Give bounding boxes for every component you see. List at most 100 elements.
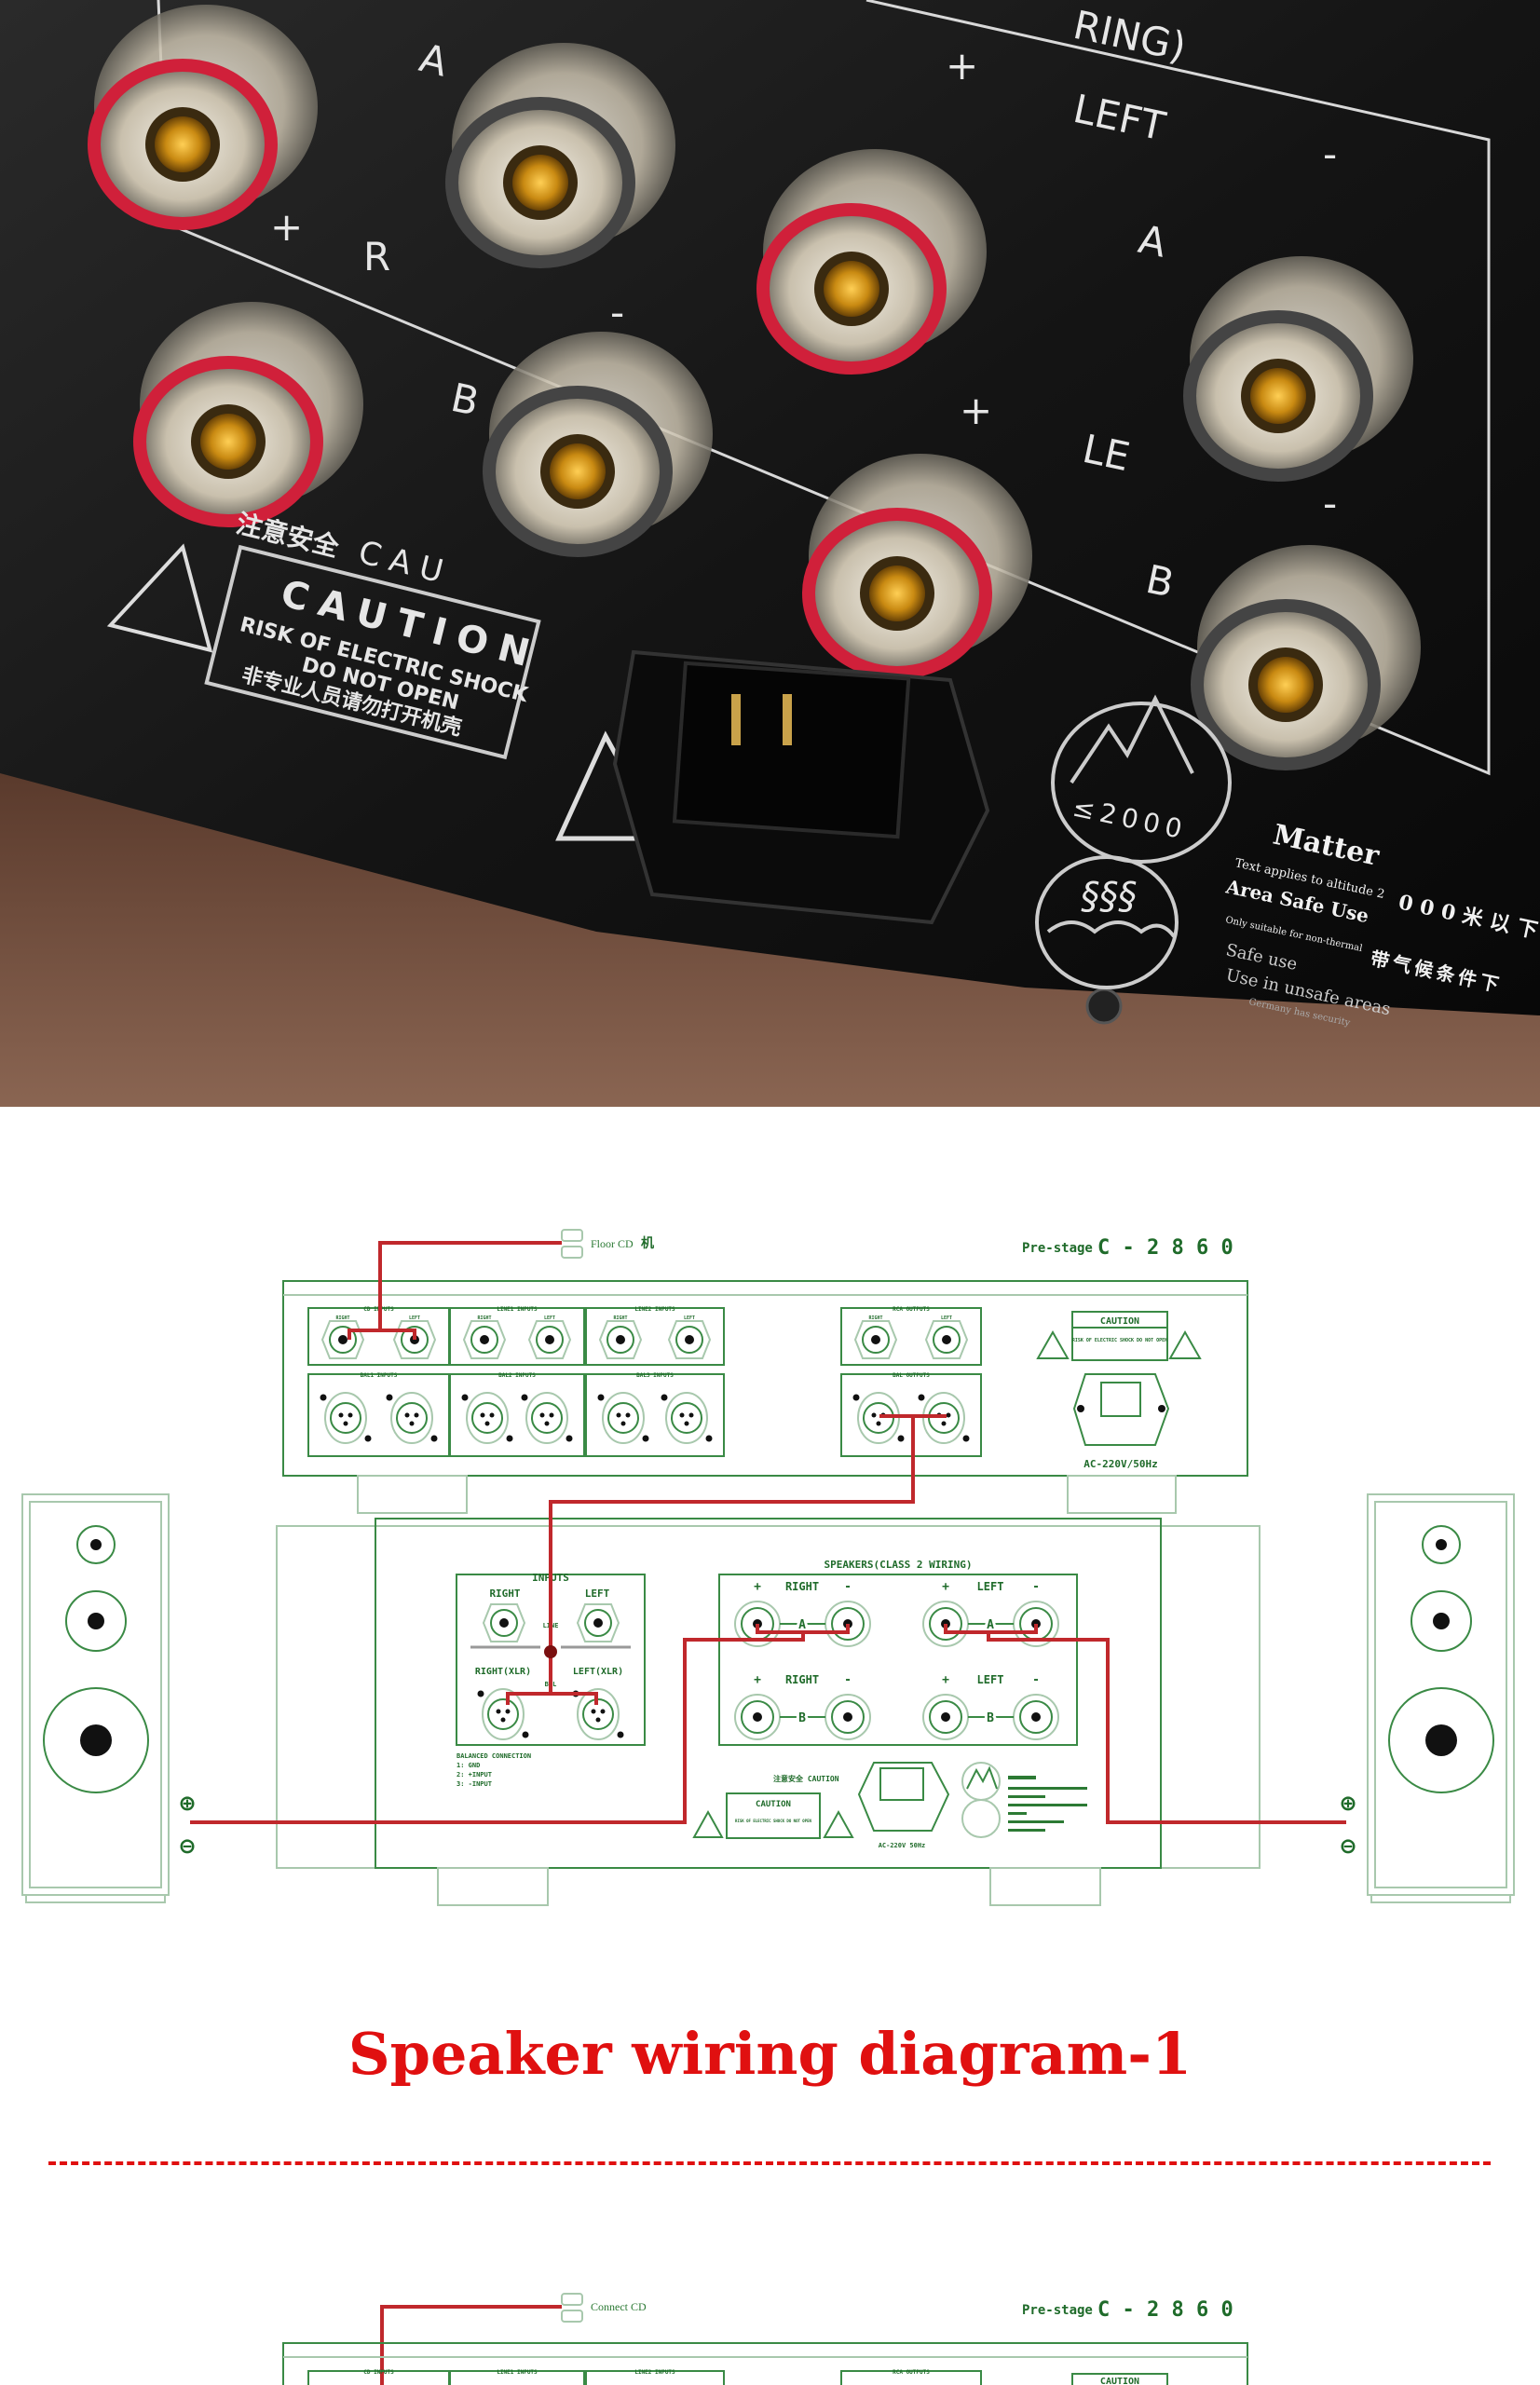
- group-label: RCA OUTPUTS: [893, 1306, 930, 1313]
- amp-caution-label: 注意安全 CAUTION CAUTION RISK OF ELECTRIC SH…: [692, 1774, 854, 1839]
- model-name: C - 2 8 6 0: [1097, 2298, 1233, 2322]
- mountain-icon: [1070, 694, 1194, 784]
- polarity-label: +: [754, 1580, 761, 1594]
- left-speaker-cable: [944, 1624, 1346, 1824]
- label-minus: -: [1323, 481, 1337, 526]
- rca-jack: [598, 1320, 643, 1359]
- label-right: R: [363, 234, 390, 279]
- jack-group: [585, 1373, 725, 1457]
- model-prefix: Pre-stage: [1022, 1241, 1093, 1256]
- left-speaker-minus-icon: ⊖: [180, 1833, 195, 1860]
- channel-label: LEFT: [977, 1580, 1004, 1593]
- svg-text:LEFT(XLR): LEFT(XLR): [573, 1667, 623, 1677]
- rca-jack: [576, 1603, 620, 1642]
- svg-text:注意安全 CAUTION: 注意安全 CAUTION: [773, 1774, 839, 1783]
- foot: [1067, 1475, 1177, 1514]
- binding-post: [802, 454, 1032, 679]
- svg-text:3: -INPUT: 3: -INPUT: [457, 1780, 492, 1788]
- label-minus: -: [610, 290, 624, 335]
- binding-post: [1183, 256, 1413, 482]
- cd-rca-cable: [348, 1241, 562, 1340]
- jack-label: RIGHT: [868, 1315, 882, 1321]
- screw-icon: [1085, 988, 1123, 1025]
- left-speaker-plus-icon: ⊕: [180, 1790, 195, 1818]
- preamp-caution-label: CAUTION RISK OF ELECTRIC SHOCK DO NOT OP…: [1036, 1311, 1202, 1361]
- binding-post: [483, 332, 713, 557]
- cd-source-connector: Floor CD 机: [561, 1229, 654, 1259]
- jack-label: RIGHT: [613, 1315, 627, 1321]
- group-label: CD INPUTS: [363, 2369, 394, 2376]
- foot: [989, 1867, 1101, 1906]
- group-label: LINE1 INPUTS: [497, 1306, 538, 1313]
- wood-surface: [0, 773, 1540, 1107]
- polarity-label: +: [942, 1673, 949, 1687]
- notice-text: Matter Text applies to altitude 2 000米以下…: [1223, 819, 1540, 1029]
- signal-wires: [190, 1241, 1346, 1824]
- svg-text:RISK OF ELECTRIC SHOCK DO NOT: RISK OF ELECTRIC SHOCK DO NOT OPEN: [1072, 1338, 1167, 1343]
- jack-label: LEFT: [684, 1315, 695, 1321]
- jack-label: RIGHT: [335, 1315, 349, 1321]
- binding-post: [88, 5, 318, 230]
- model-prefix: Pre-stage: [1022, 2303, 1093, 2318]
- xlr-jack: [477, 1688, 529, 1740]
- binding-post: [445, 43, 675, 268]
- svg-text:CAUTION: CAUTION: [756, 1800, 791, 1809]
- jack-group: [307, 1373, 450, 1457]
- rca-jack: [527, 1320, 572, 1359]
- svg-text:SPEAKERS(CLASS 2 WIRING): SPEAKERS(CLASS 2 WIRING): [825, 1559, 973, 1571]
- svg-text:LEFT: LEFT: [585, 1588, 610, 1600]
- channel-label: RIGHT: [785, 1580, 819, 1593]
- rca-jack: [924, 1320, 969, 1359]
- climate-badge: §§§: [1035, 855, 1179, 989]
- preamp-power-inlet: AC-220V/50Hz: [1072, 1373, 1170, 1470]
- right-speaker-cable: [190, 1624, 850, 1824]
- xlr-interconnect-cable: [506, 1414, 947, 1705]
- terminal-set-label: A: [798, 1618, 806, 1632]
- label-plus: +: [960, 388, 992, 433]
- xlr-jack: [597, 1392, 649, 1444]
- svg-text:RIGHT: RIGHT: [489, 1588, 520, 1600]
- foot: [437, 1867, 549, 1906]
- waves-icon: [1046, 920, 1176, 938]
- binding-posts: [88, 5, 1421, 770]
- rca-jack: [853, 1320, 898, 1359]
- svg-text:BALANCED CONNECTION: BALANCED CONNECTION: [457, 1752, 531, 1760]
- jack-group: [449, 1307, 585, 1366]
- group-label: LINE2 INPUTS: [634, 1306, 675, 1313]
- group-label: LINE2 INPUTS: [634, 2369, 675, 2376]
- xlr-jack: [521, 1392, 573, 1444]
- rca-jack: [667, 1320, 712, 1359]
- jack-group: [840, 2370, 982, 2385]
- right-speaker-plus-icon: ⊕: [1341, 1790, 1356, 1818]
- group-label: LINE1 INPUTS: [497, 2369, 538, 2376]
- jack-label: LEFT: [941, 1315, 952, 1321]
- wiring-diagram-2: Connect CD Pre-stage C - 2 8 6 0 CD INPU…: [282, 2293, 1248, 2385]
- polarity-label: -: [844, 1673, 852, 1687]
- jack-group: [307, 2370, 450, 2385]
- group-label: BAL1 INPUTS: [361, 1372, 398, 1379]
- svg-text:CAUTION: CAUTION: [1100, 1316, 1139, 1327]
- label-plus: +: [270, 204, 303, 250]
- wiring-diagram-1: Floor CD 机 Pre-stage C - 2 8 6 0 CD INPU…: [21, 1229, 1515, 1906]
- svg-text:1: GND: 1: GND: [457, 1762, 480, 1769]
- jack-label: LEFT: [544, 1315, 555, 1321]
- source-label: Connect CD: [591, 2300, 647, 2313]
- svg-text:CAUTION: CAUTION: [1100, 2377, 1139, 2385]
- amp-certification-badges: [961, 1762, 1087, 1838]
- label-left-b: LE: [1079, 426, 1134, 480]
- svg-text:RISK OF ELECTRIC SHOCK DO NOT: RISK OF ELECTRIC SHOCK DO NOT OPEN: [735, 1819, 811, 1823]
- xlr-jack: [461, 1392, 513, 1444]
- rca-jack: [462, 1320, 507, 1359]
- xlr-jack: [661, 1392, 713, 1444]
- svg-text:2: +INPUT: 2: +INPUT: [457, 1771, 492, 1779]
- channel-label: RIGHT: [785, 1673, 819, 1686]
- jack-group: [585, 1307, 725, 1366]
- shock-warning-icon: [1036, 1329, 1070, 1359]
- jack-group: [585, 2370, 725, 2385]
- rca-jack: [482, 1603, 526, 1642]
- power-amp-rear-panel: INPUTS RIGHT LEFT LINE BAL RIGHT(XLR) LE…: [276, 1518, 1261, 1906]
